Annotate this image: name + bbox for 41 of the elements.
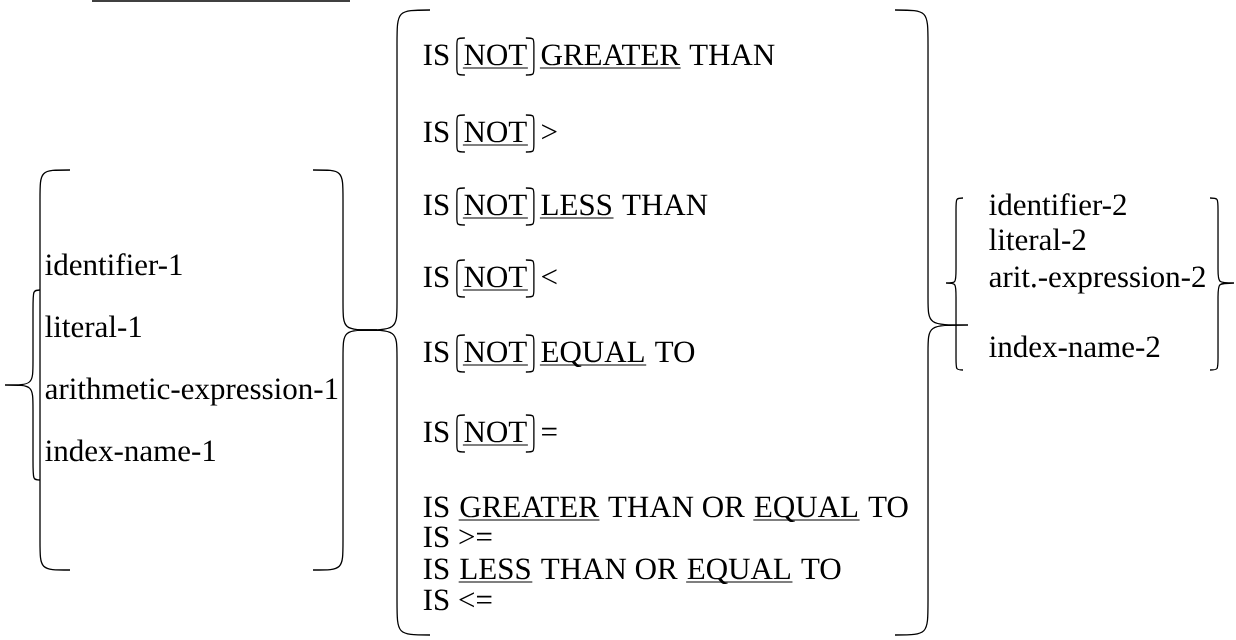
underlined-keyword: GREATER (539, 44, 682, 69)
underlined-keyword: EQUAL (752, 496, 861, 523)
operand-text: identifier-1 (45, 253, 182, 276)
syntax-word: TO (655, 341, 695, 363)
syntax-word: THAN OR (608, 496, 745, 518)
syntax-word: IS (423, 44, 449, 66)
operand-text: arit.-expression-2 (989, 266, 1205, 294)
operand-text: arithmetic-expression-1 (45, 377, 338, 406)
syntax-word: IS <= (423, 589, 492, 611)
syntax-word: IS >= (423, 526, 492, 548)
underlined-keyword: NOT (462, 194, 529, 219)
underlined-keyword: EQUAL (539, 341, 647, 367)
syntax-word: IS (423, 421, 449, 443)
underlined-keyword: EQUAL (685, 558, 794, 585)
syntax-word: = (542, 427, 557, 436)
syntax-word: IS (423, 266, 449, 288)
syntax-word: IS (423, 341, 449, 363)
syntax-word: IS (423, 121, 449, 143)
operand-text: literal-2 (989, 228, 1086, 251)
syntax-word: THAN (622, 194, 708, 215)
underlined-keyword: NOT (462, 121, 529, 146)
syntax-word: TO (868, 496, 908, 518)
syntax-word: < (542, 269, 557, 285)
syntax-word: IS (423, 496, 449, 518)
underlined-keyword: NOT (462, 421, 529, 446)
underlined-keyword: NOT (462, 341, 529, 366)
underlined-keyword: LESS (539, 194, 615, 219)
syntax-word: > (542, 124, 557, 140)
syntax-word: THAN (689, 44, 775, 65)
underlined-keyword: NOT (462, 44, 529, 69)
underlined-keyword: LESS (458, 558, 533, 583)
syntax-word: TO (801, 558, 841, 580)
syntax-word: THAN OR (541, 558, 678, 580)
syntax-word: IS (423, 558, 449, 580)
syntax-word: IS (423, 194, 449, 216)
operand-text: index-name-2 (989, 335, 1160, 358)
underlined-keyword: GREATER (458, 496, 601, 521)
operand-text: identifier-2 (989, 193, 1126, 216)
operand-text: index-name-1 (45, 439, 215, 462)
operand-text: literal-1 (45, 315, 141, 338)
underlined-keyword: NOT (462, 266, 529, 291)
